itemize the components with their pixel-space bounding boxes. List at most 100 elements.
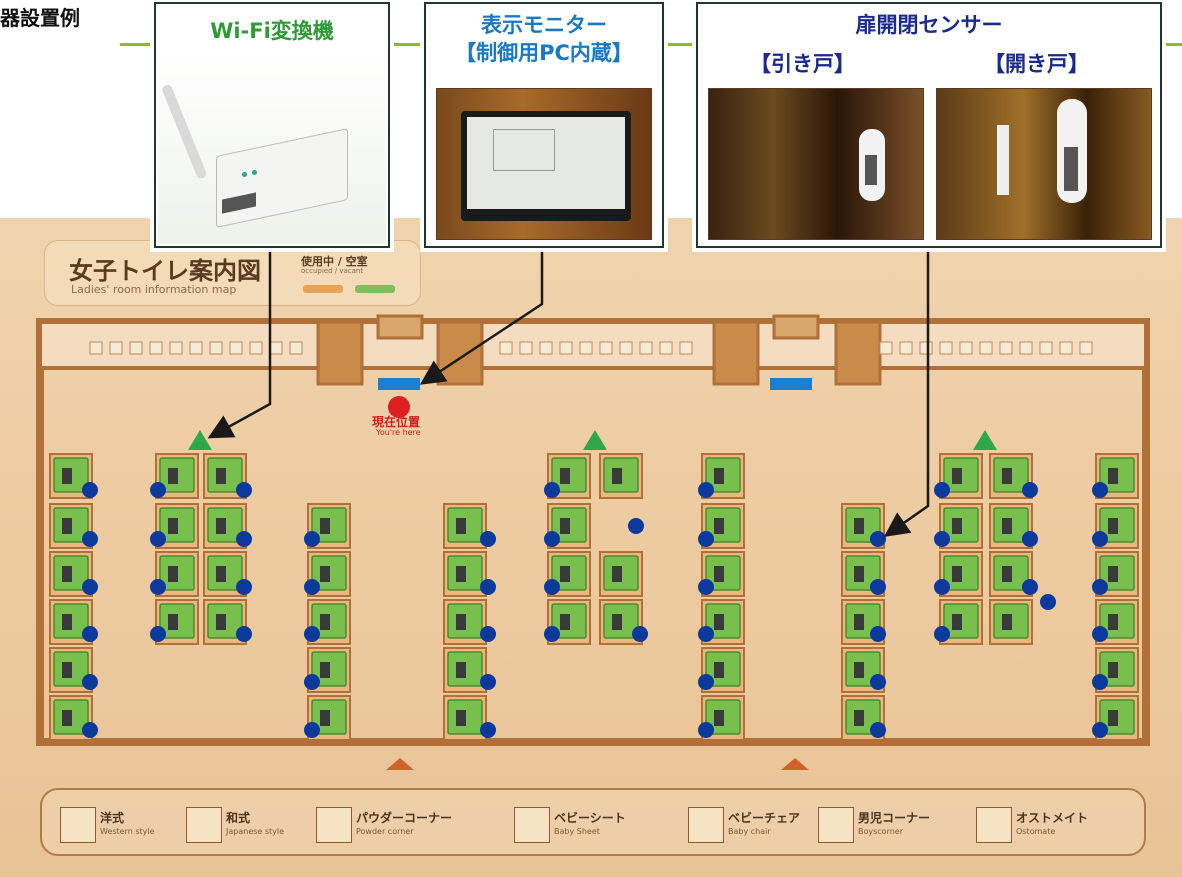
toilet-glyph — [1108, 710, 1118, 726]
vacant-swatch — [355, 285, 395, 293]
wifi-converter-marker — [188, 430, 212, 450]
sink — [959, 341, 973, 355]
japanese-toilet-icon — [186, 807, 222, 843]
toilet-glyph — [62, 614, 72, 630]
sensor-dot — [870, 722, 886, 738]
sensor-dot — [698, 531, 714, 547]
sensor-dot — [150, 579, 166, 595]
sink — [659, 341, 673, 355]
wifi-device-photo — [158, 54, 386, 244]
sensor-dot — [698, 626, 714, 642]
baby-chair-icon — [688, 807, 724, 843]
legend-label-en: Powder corner — [356, 827, 414, 836]
toilet-glyph — [320, 614, 330, 630]
toilet-glyph — [952, 566, 962, 582]
sensor-dot — [1092, 579, 1108, 595]
toilet-glyph — [1108, 614, 1118, 630]
sink — [1079, 341, 1093, 355]
status-label-en: occupied / vacant — [301, 267, 364, 275]
legend-label-en: Boyscorner — [858, 827, 904, 836]
sink — [559, 341, 573, 355]
sink — [579, 341, 593, 355]
toilet-glyph — [952, 614, 962, 630]
sensor-dot — [480, 579, 496, 595]
map-title-jp: 女子トイレ案内図 — [69, 257, 261, 285]
sensor-dot — [1092, 626, 1108, 642]
toilet-glyph — [612, 468, 622, 484]
toilet-glyph — [216, 614, 226, 630]
sink — [1019, 341, 1033, 355]
sink — [109, 341, 123, 355]
sensor-dot — [480, 674, 496, 690]
toilet-glyph — [1002, 468, 1012, 484]
sensor-dot — [544, 579, 560, 595]
toilet-glyph — [1108, 566, 1118, 582]
sink — [879, 341, 893, 355]
sink — [249, 341, 263, 355]
plan-walls — [36, 314, 1150, 746]
pointer-arrow — [207, 246, 272, 439]
sensor-dot — [934, 626, 950, 642]
sensor-dot — [304, 722, 320, 738]
entrance-marker — [386, 758, 414, 770]
toilet-glyph — [62, 518, 72, 534]
sink — [519, 341, 533, 355]
status-label: 使用中 / 空室 — [301, 255, 368, 268]
sink — [539, 341, 553, 355]
sink — [169, 341, 183, 355]
sink — [979, 341, 993, 355]
pointer-arrow — [419, 246, 544, 385]
pillar — [712, 320, 760, 386]
occupied-swatch — [303, 285, 343, 293]
wifi-converter-marker — [583, 430, 607, 450]
toilet-glyph — [216, 468, 226, 484]
sink — [639, 341, 653, 355]
toilet-glyph — [456, 518, 466, 534]
toilet-glyph — [714, 710, 724, 726]
sink — [289, 341, 303, 355]
sensor-dot — [82, 674, 98, 690]
boys-corner-icon — [818, 807, 854, 843]
sensor-dot — [934, 482, 950, 498]
toilet-glyph — [320, 710, 330, 726]
toilet-glyph — [62, 566, 72, 582]
legend-box — [40, 788, 1146, 856]
sensor-dot — [82, 579, 98, 595]
sliding-door-photo — [708, 88, 924, 240]
sink — [149, 341, 163, 355]
toilet-glyph — [1002, 614, 1012, 630]
sensor-dot — [150, 626, 166, 642]
toilet-glyph — [1002, 566, 1012, 582]
toilet-glyph — [854, 614, 864, 630]
sensor-dot — [1022, 531, 1038, 547]
sink — [1059, 341, 1073, 355]
toilet-glyph — [854, 566, 864, 582]
plan-stalls — [53, 457, 1135, 735]
sink — [1039, 341, 1053, 355]
you-are-here-marker — [388, 396, 410, 418]
entrance-marker — [781, 758, 809, 770]
sensor-dot — [236, 482, 252, 498]
legend-label-en: Japanese style — [226, 827, 285, 836]
sink — [269, 341, 283, 355]
toilet-glyph — [456, 710, 466, 726]
sensor-dot — [480, 722, 496, 738]
wifi-converter-card: Wi-Fi変換機 — [154, 2, 390, 248]
toilet-glyph — [952, 518, 962, 534]
toilet-glyph — [320, 662, 330, 678]
toilet-glyph — [168, 518, 178, 534]
toilet-glyph — [714, 468, 724, 484]
entrance-frame — [376, 314, 424, 340]
section-title: 器設置例 — [0, 6, 80, 30]
toilet-glyph — [320, 566, 330, 582]
toilet-glyph — [1108, 468, 1118, 484]
toilet-glyph — [714, 614, 724, 630]
sensor-dot — [236, 626, 252, 642]
sink — [899, 341, 913, 355]
pillar — [316, 320, 364, 386]
legend-label-en: Ostomate — [1016, 827, 1056, 836]
sensor-dot — [1092, 674, 1108, 690]
sink — [229, 341, 243, 355]
toilet-glyph — [320, 518, 330, 534]
toilet-glyph — [612, 566, 622, 582]
